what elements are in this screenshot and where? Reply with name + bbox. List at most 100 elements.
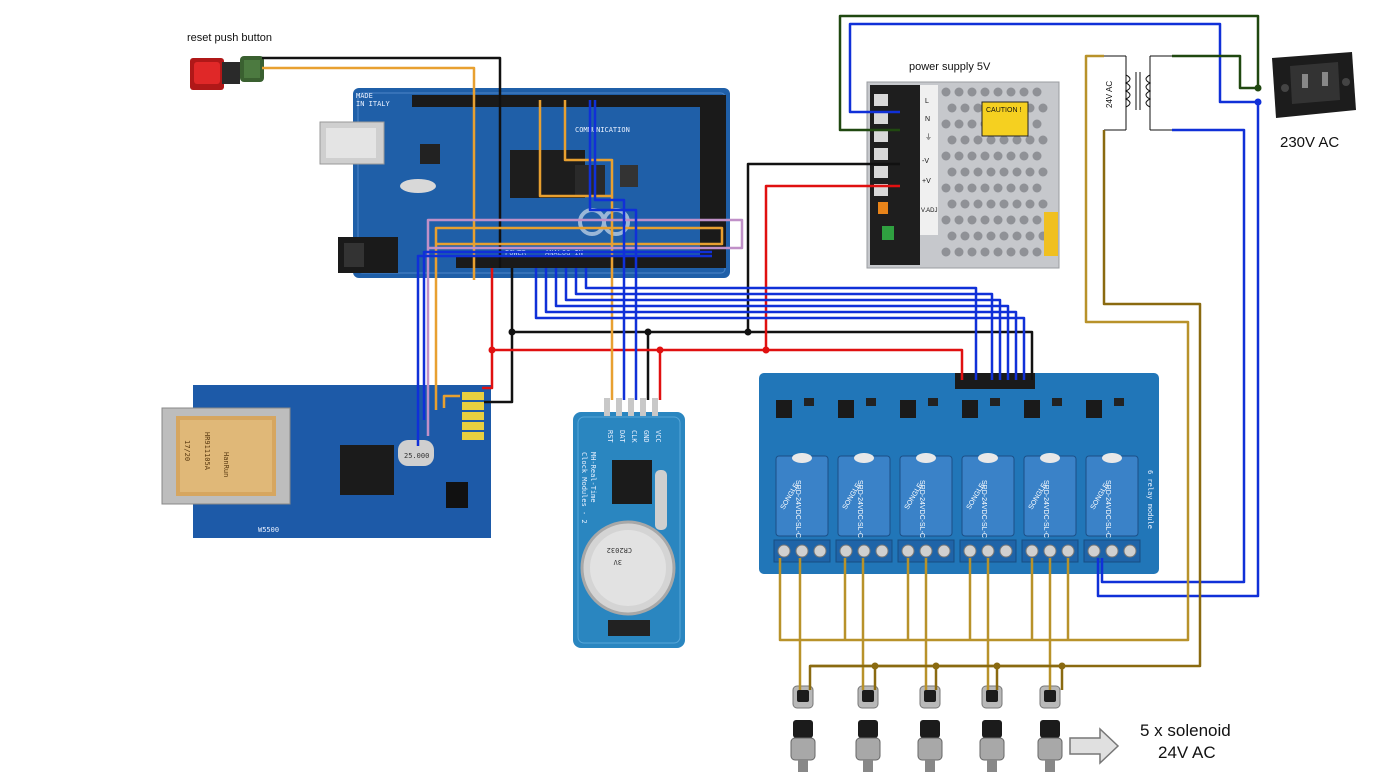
psu-vent-hole [993, 215, 1003, 225]
transistor [990, 398, 1000, 406]
relay-model-text: SRD-24VDC-SL-C [856, 480, 863, 538]
psu-term-vminus: -V [922, 158, 929, 165]
rtc-pin-vcc: VCC [654, 430, 662, 443]
psu-vent-hole [1006, 87, 1016, 97]
terminal-screw [901, 544, 915, 558]
w5500-part-text: HR911105A [203, 432, 211, 471]
optocoupler [1086, 400, 1102, 418]
optocoupler [962, 400, 978, 418]
arrow-icon [1069, 727, 1120, 765]
wire-relay-in5 [574, 268, 994, 380]
rtc-title-2: Clock Modules - 2 [580, 452, 588, 524]
rtc-pin-gnd: GND [642, 430, 650, 443]
connector-tail [1045, 760, 1055, 772]
wire-orange-mosi [434, 226, 724, 410]
relay-module-text: 6 relay module [1146, 470, 1154, 529]
wire-relay-in6 [584, 268, 978, 380]
wire-orange-eth [442, 394, 460, 408]
psu-vent-hole [1012, 231, 1022, 241]
psu-vent-hole [986, 135, 996, 145]
psu-term-l: L [925, 98, 929, 105]
psu-vent-hole [1038, 135, 1048, 145]
connector-socket-face [858, 720, 878, 738]
psu-vent-hole [941, 215, 951, 225]
wire-transformer-primary [1100, 128, 1246, 584]
optocoupler [776, 400, 792, 418]
optocoupler [838, 400, 854, 418]
psu-vent-hole [967, 215, 977, 225]
rtc-title-1: MH-Real-Time [589, 452, 597, 503]
psu-vent-hole [1019, 87, 1029, 97]
psu-vent-hole [1032, 215, 1042, 225]
relay-body [1085, 455, 1139, 537]
solenoid-label-1: 5 x solenoid [1140, 721, 1231, 740]
wire-24vac-a [778, 54, 1190, 642]
relay-cap [854, 453, 874, 463]
psu-vent-hole [980, 247, 990, 257]
wire-gnd-relay [748, 330, 1034, 380]
psu-vent-hole [1019, 215, 1029, 225]
relay-cap [1102, 453, 1122, 463]
terminal-screw [875, 544, 889, 558]
solenoid-connector [917, 685, 943, 772]
transformer-symbol: 24V AC [1104, 55, 1172, 131]
psu-vent-hole [1032, 151, 1042, 161]
relay-model-text: SRD-24VDC-SL-C [1104, 480, 1111, 538]
psu-vent-hole [954, 151, 964, 161]
terminal-screw [857, 544, 871, 558]
psu-vent-hole [973, 199, 983, 209]
psu-vent-hole [947, 167, 957, 177]
terminal-screw [981, 544, 995, 558]
rtc-battery-model: CR2032 [607, 546, 632, 554]
wire-relay-in3 [554, 268, 1010, 380]
psu-vent-hole [986, 199, 996, 209]
w5500-name-text: W5500 [258, 526, 279, 534]
solenoid-connector [790, 685, 816, 772]
optocoupler [900, 400, 916, 418]
terminal-screw [1123, 544, 1137, 558]
relay-body [837, 455, 891, 537]
psu-vent-hole [954, 183, 964, 193]
relay-model-text: SRD-24VDC-SL-C [1042, 480, 1049, 538]
solenoid-connector [1037, 685, 1063, 772]
psu-vent-hole [1038, 103, 1048, 113]
psu-vent-hole [1012, 135, 1022, 145]
psu-vent-hole [980, 87, 990, 97]
relay-cap [978, 453, 998, 463]
transistor [804, 398, 814, 406]
terminal-screw [777, 544, 791, 558]
psu-vent-hole [960, 231, 970, 241]
wire-reset-signal [262, 66, 476, 280]
wire-eth-blue-2 [422, 250, 712, 420]
transistor [866, 398, 876, 406]
psu-vent-hole [967, 119, 977, 129]
wire-relay-in1 [534, 268, 1026, 380]
psu-vent-hole [973, 167, 983, 177]
connector-socket [1037, 737, 1063, 761]
wire-gnd-eth [484, 332, 514, 404]
ac-power-inlet [1272, 52, 1356, 118]
wire-eth-blue-1 [416, 254, 712, 446]
psu-term-vadj: V.ADJ [921, 208, 937, 214]
wire-gnd-reset [262, 56, 502, 268]
psu-vent-hole [1019, 247, 1029, 257]
psu-vent-hole [1025, 167, 1035, 177]
psu-vent-hole [960, 199, 970, 209]
psu-vent-hole [999, 167, 1009, 177]
psu-term-vplus: +V [922, 178, 931, 185]
solenoid-connector [855, 685, 881, 772]
terminal-screw [963, 544, 977, 558]
terminal-screw [1105, 544, 1119, 558]
psu-vent-hole [1019, 151, 1029, 161]
psu-vent-hole [993, 247, 1003, 257]
psu-term-n: N [925, 116, 930, 123]
terminal-screw [813, 544, 827, 558]
psu-vent-hole [960, 167, 970, 177]
power-supply-label: power supply 5V [909, 61, 991, 73]
psu-vent-hole [986, 167, 996, 177]
psu-vent-hole [980, 215, 990, 225]
arduino-mega-board: MADE IN ITALY COMMUNICATION POWER ANALOG… [319, 88, 730, 278]
psu-vent-hole [967, 87, 977, 97]
